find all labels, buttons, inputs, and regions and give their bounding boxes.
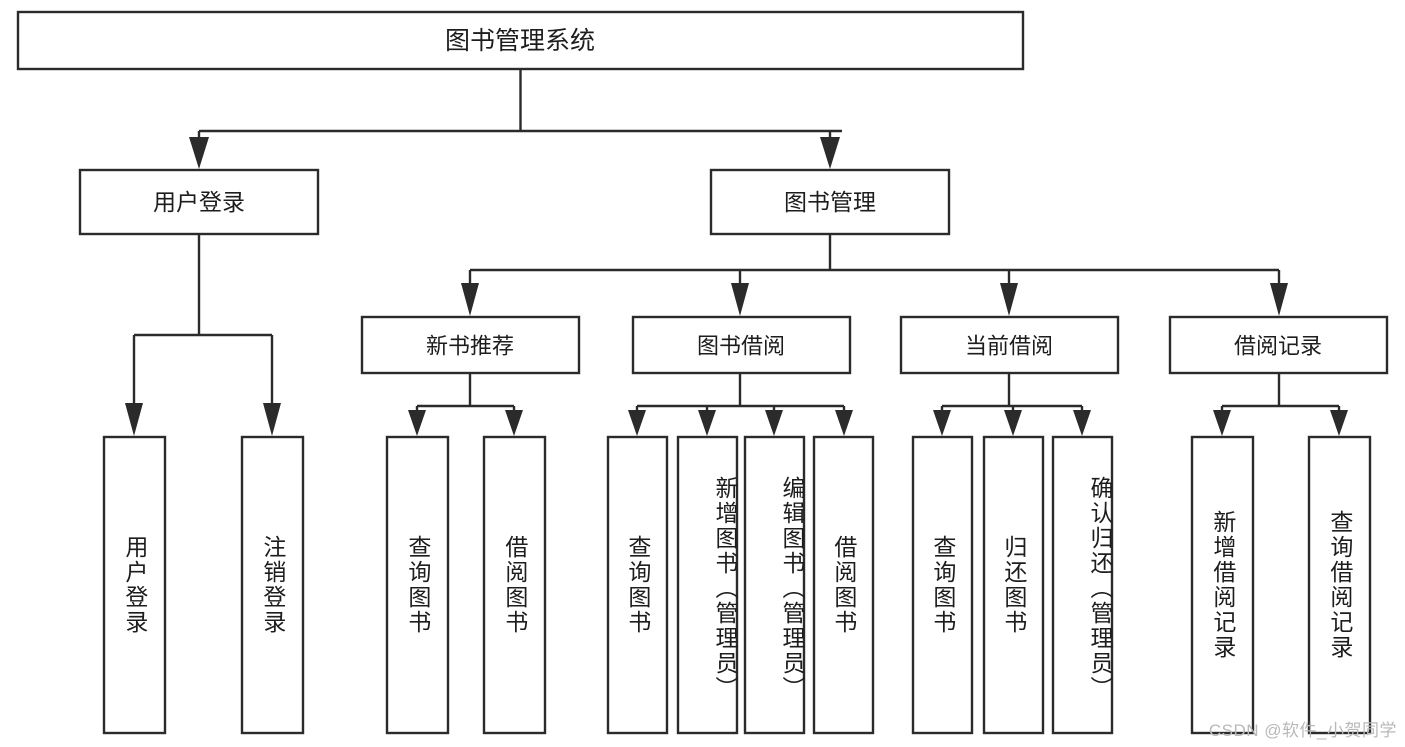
- leaf-box-query-borrow-record[interactable]: [1307, 435, 1372, 735]
- node-new-book-recommend-label: 新书推荐: [426, 334, 514, 359]
- arrow-head-icon: [125, 403, 143, 436]
- node-user-login-box[interactable]: [78, 168, 320, 236]
- arrow-head-icon: [820, 137, 840, 169]
- arrow-head-icon: [933, 410, 951, 436]
- arrow-head-icon: [731, 283, 749, 316]
- arrow-head-icon: [1330, 410, 1348, 436]
- arrow-head-icon: [408, 410, 426, 436]
- arrow-head-icon: [835, 410, 853, 436]
- node-root[interactable]: 图书管理系统: [16, 10, 1025, 71]
- arrow-head-icon: [628, 410, 646, 436]
- node-borrow-record[interactable]: 借阅记录: [1168, 315, 1389, 375]
- arrow-head-icon: [461, 283, 479, 316]
- arrow-head-icon: [1270, 283, 1288, 316]
- node-new-book-recommend-box[interactable]: [360, 315, 581, 375]
- watermark-text: CSDN @软件_小贺同学: [1208, 721, 1397, 740]
- arrow-head-icon: [1004, 410, 1022, 436]
- leaf-box-add-borrow-record[interactable]: [1190, 435, 1255, 735]
- node-book-management-label: 图书管理: [784, 189, 876, 215]
- node-book-management[interactable]: 图书管理: [709, 168, 951, 236]
- leaf-box-return-book[interactable]: [982, 435, 1045, 735]
- node-book-borrow-label: 图书借阅: [697, 334, 785, 359]
- arrow-head-icon: [505, 410, 523, 436]
- arrow-head-icon: [263, 403, 281, 436]
- node-new-book-recommend[interactable]: 新书推荐: [360, 315, 581, 375]
- arrow-head-icon: [698, 410, 716, 436]
- leaf-box-query-book-borrow[interactable]: [606, 435, 669, 735]
- arrow-head-icon: [1073, 410, 1091, 436]
- leaf-box-logout[interactable]: [240, 435, 305, 735]
- leaf-box-borrow-book-newbook[interactable]: [482, 435, 547, 735]
- connector-group: [125, 69, 1348, 436]
- arrow-head-icon: [1000, 283, 1018, 316]
- leaf-box-edit-book-admin[interactable]: [743, 435, 806, 735]
- node-user-login[interactable]: 用户登录: [78, 168, 320, 236]
- leaf-box-group: [102, 435, 1372, 735]
- node-root-label: 图书管理系统: [445, 27, 595, 55]
- leaf-box-query-book-current[interactable]: [911, 435, 974, 735]
- node-current-borrow[interactable]: 当前借阅: [899, 315, 1120, 375]
- node-book-borrow[interactable]: 图书借阅: [631, 315, 852, 375]
- leaf-box-borrow-book[interactable]: [812, 435, 875, 735]
- node-book-management-box[interactable]: [709, 168, 951, 236]
- leaf-box-query-book-newbook[interactable]: [385, 435, 450, 735]
- node-user-login-label: 用户登录: [153, 189, 245, 215]
- node-current-borrow-label: 当前借阅: [965, 334, 1053, 359]
- node-book-borrow-box[interactable]: [631, 315, 852, 375]
- leaf-box-user-login[interactable]: [102, 435, 167, 735]
- leaf-box-add-book-admin[interactable]: [676, 435, 739, 735]
- node-current-borrow-box[interactable]: [899, 315, 1120, 375]
- arrow-head-icon: [189, 137, 209, 169]
- arrow-head-icon: [765, 410, 783, 436]
- node-borrow-record-box[interactable]: [1168, 315, 1389, 375]
- leaf-box-confirm-return-admin[interactable]: [1051, 435, 1114, 735]
- arrow-head-icon: [1213, 410, 1231, 436]
- node-root-box[interactable]: [16, 10, 1025, 71]
- node-borrow-record-label: 借阅记录: [1234, 334, 1322, 359]
